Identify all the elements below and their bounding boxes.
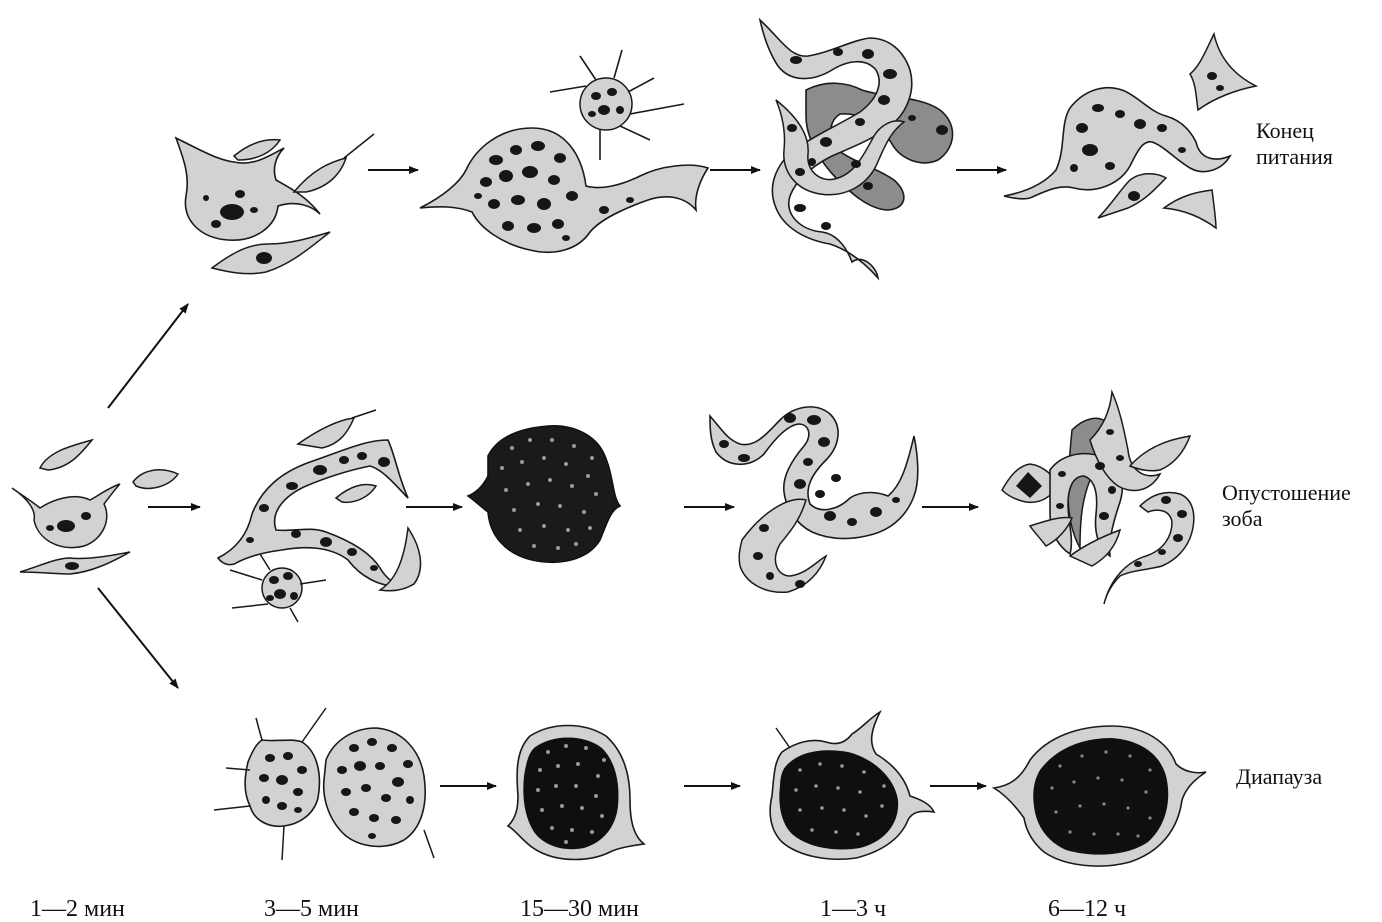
branch-arrow-up — [108, 304, 188, 408]
spindle-cell — [294, 158, 346, 192]
timepoint-label: 15—30 мин — [520, 896, 639, 922]
bottom-stage-1 — [214, 708, 434, 860]
outcome-label-diapause: Диапауза — [1236, 764, 1322, 790]
timepoint-label: 1—2 мин — [30, 896, 125, 922]
timepoint-label: 6—12 ч — [1048, 896, 1126, 922]
top-stage-2 — [420, 50, 708, 252]
outcome-line-1: Опустошение — [1222, 480, 1351, 506]
small-spindle-cell — [40, 440, 92, 470]
outcome-line-2: питания — [1256, 144, 1333, 170]
branch-arrow-down — [98, 588, 178, 688]
top-stage-4 — [1004, 34, 1256, 228]
cell — [1004, 88, 1230, 199]
nucleus — [256, 252, 272, 264]
outcome-label-feeding-end: Конец питания — [1256, 118, 1333, 170]
spindle-cell — [1164, 190, 1216, 228]
cell — [420, 128, 708, 252]
cell — [710, 407, 918, 539]
spindle-cell — [1130, 436, 1190, 471]
middle-stage-4 — [1002, 392, 1194, 604]
cell — [760, 20, 912, 278]
middle-stage-1 — [218, 410, 421, 622]
process — [344, 134, 374, 158]
outcome-line-2: зоба — [1222, 506, 1351, 532]
timepoint-label: 1—3 ч — [820, 896, 886, 922]
outcome-line-1: Диапауза — [1236, 764, 1322, 790]
stellate-cell — [580, 78, 632, 130]
spindle-cell — [298, 418, 354, 448]
spindle-cell — [336, 485, 376, 503]
spindle-cell — [133, 470, 178, 489]
triangular-cell — [1190, 34, 1256, 110]
process — [776, 728, 790, 748]
top-stage-1 — [176, 134, 374, 274]
dense-mass — [523, 738, 618, 850]
timepoint-label: 3—5 мин — [264, 896, 359, 922]
stellate-cell — [262, 568, 302, 608]
bottom-stage-3 — [770, 712, 934, 859]
bottom-stage-4 — [994, 726, 1206, 866]
process — [424, 830, 434, 858]
outcome-label-crop-emptying: Опустошение зоба — [1222, 480, 1351, 532]
middle-stage-3 — [710, 407, 918, 592]
nucleus — [1128, 191, 1140, 201]
cell — [324, 728, 425, 846]
top-stage-3 — [760, 20, 953, 278]
initial-large-cell — [12, 484, 120, 548]
bottom-stage-2 — [508, 726, 644, 860]
middle-stage-2 — [468, 426, 620, 562]
outcome-line-1: Конец — [1256, 118, 1333, 144]
process — [352, 410, 376, 418]
nucleus — [65, 562, 79, 570]
